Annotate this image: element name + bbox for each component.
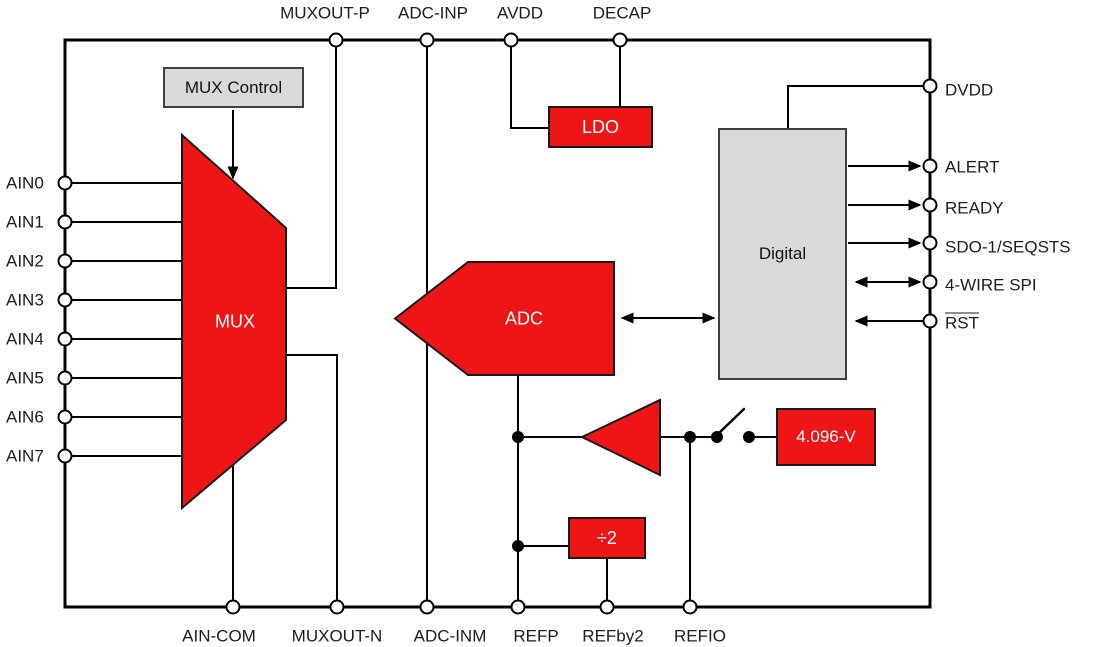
pin-label-avdd: AVDD xyxy=(497,3,543,23)
ldo-block: LDO xyxy=(548,106,653,148)
pin-ain-com xyxy=(225,599,241,615)
pin-label-ain1: AIN1 xyxy=(6,212,44,232)
pin-label-rst: RST xyxy=(945,315,979,332)
pin-decap xyxy=(612,32,628,48)
mux-label: MUX xyxy=(215,311,255,332)
pin-label-ain2: AIN2 xyxy=(6,251,44,271)
pin-adc-inp xyxy=(419,32,435,48)
pin-label-ain7: AIN7 xyxy=(6,446,44,466)
pin-label-adc-inm: ADC-INM xyxy=(413,626,487,646)
pin-alert xyxy=(922,158,938,174)
pin-label-sdo: SDO-1/SEQSTS xyxy=(945,237,1071,257)
switch-pole-dot xyxy=(711,431,723,443)
pin-sdo xyxy=(922,235,938,251)
pin-muxout-n xyxy=(329,599,345,615)
pin-label-refp: REFP xyxy=(513,626,559,646)
mux-trapezoid xyxy=(181,132,287,511)
junction-refp-div2 xyxy=(512,540,524,552)
wire-dvdd xyxy=(787,85,930,128)
reference-buffer-triangle-icon xyxy=(579,398,661,477)
pin-label-refby2: REFby2 xyxy=(582,626,644,646)
ldo-label: LDO xyxy=(581,116,619,137)
pin-refby2 xyxy=(599,599,615,615)
pin-refp xyxy=(510,599,526,615)
pin-label-ain-com: AIN-COM xyxy=(182,626,256,646)
pin-label-ain6: AIN6 xyxy=(6,407,44,427)
pin-dvdd xyxy=(922,78,938,94)
mux-control-block: MUX Control xyxy=(163,67,304,108)
pin-ready xyxy=(922,197,938,213)
adc-label: ADC xyxy=(504,308,544,329)
switch-throw-dot xyxy=(743,431,755,443)
wire-muxout-p xyxy=(286,40,337,289)
pin-ain3 xyxy=(57,292,73,308)
pin-label-dvdd: DVDD xyxy=(945,80,994,100)
pin-ain0 xyxy=(57,175,73,191)
pin-refio xyxy=(682,599,698,615)
mux-control-label: MUX Control xyxy=(184,77,283,97)
open-switch-icon xyxy=(717,407,746,435)
pin-label-ain4: AIN4 xyxy=(6,329,44,349)
pin-rst xyxy=(922,313,938,329)
pin-4wire-spi xyxy=(922,274,938,290)
pin-label-muxout-n: MUXOUT-N xyxy=(291,626,383,646)
reference-label: 4.096-V xyxy=(796,427,856,446)
pin-muxout-p xyxy=(328,32,344,48)
pin-avdd xyxy=(503,32,519,48)
junction-refio xyxy=(684,431,696,443)
pin-label-decap: DECAP xyxy=(592,3,652,23)
pin-adc-inm xyxy=(419,599,435,615)
pin-ain5 xyxy=(57,370,73,386)
pin-label-adc-inp: ADC-INP xyxy=(398,3,468,23)
divide-by-two-label: ÷2 xyxy=(597,527,617,548)
pin-label-refio: REFIO xyxy=(674,626,726,646)
pin-label-ain5: AIN5 xyxy=(6,368,44,388)
pin-label-ain3: AIN3 xyxy=(6,290,44,310)
pin-ain6 xyxy=(57,409,73,425)
pin-label-alert: ALERT xyxy=(945,157,1000,177)
pin-ain4 xyxy=(57,331,73,347)
pin-label-rst-text: RST xyxy=(945,313,979,333)
digital-block: Digital xyxy=(718,128,847,380)
pin-ain1 xyxy=(57,214,73,230)
adc-pentagon xyxy=(393,261,615,376)
wire-avdd xyxy=(510,40,548,129)
pin-ain7 xyxy=(57,448,73,464)
divide-by-two-block: ÷2 xyxy=(568,517,646,559)
pin-label-4wire-spi: 4-WIRE SPI xyxy=(945,275,1037,295)
pin-label-ain0: AIN0 xyxy=(6,173,44,193)
pin-ain2 xyxy=(57,253,73,269)
pin-label-ready: READY xyxy=(945,198,1004,218)
pin-label-muxout-p: MUXOUT-P xyxy=(280,3,370,23)
digital-label: Digital xyxy=(758,244,807,263)
wire-muxout-n xyxy=(286,354,338,607)
reference-block: 4.096-V xyxy=(776,408,876,466)
junction-refp-buffer xyxy=(512,431,524,443)
